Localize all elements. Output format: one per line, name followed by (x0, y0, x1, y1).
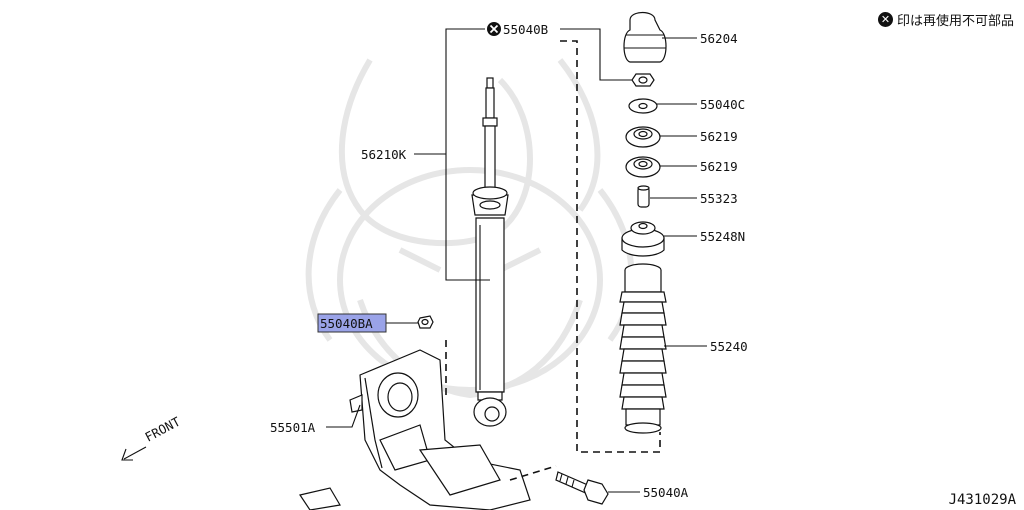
front-label: FRONT (142, 414, 183, 445)
bracket-nut-drawing (417, 315, 434, 329)
nut-drawing (631, 73, 655, 87)
upper-bound-bumper-drawing (623, 11, 667, 63)
callout-55248N[interactable]: 55248N (700, 229, 745, 244)
callout-55323[interactable]: 55323 (700, 191, 738, 206)
front-arrow-icon: FRONT (121, 414, 183, 461)
shock-absorber-drawing (471, 77, 509, 427)
callout-55040BA[interactable]: 55040BA (320, 316, 373, 331)
callout-56219-lower[interactable]: 56219 (700, 159, 738, 174)
watermark-logo (305, 58, 635, 399)
selected-part-highlight (317, 313, 387, 333)
lower-arm-bracket-drawing (299, 349, 531, 510)
washer-drawing (628, 98, 658, 114)
mounting-bolt-drawing (555, 471, 609, 505)
callout-56204[interactable]: 56204 (700, 31, 738, 46)
diagram-code: J431029A (948, 492, 1016, 508)
legend: ✕ 印は再使用不可部品 (877, 10, 1014, 29)
callout-55040B[interactable]: 55040B (503, 22, 548, 37)
dust-boot-drawing (619, 263, 667, 434)
callout-55501A[interactable]: 55501A (270, 420, 316, 435)
non-reusable-marker-icon (487, 22, 501, 36)
leader-lines (326, 28, 707, 493)
callout-55040A[interactable]: 55040A (643, 485, 689, 500)
collar-drawing (637, 185, 650, 208)
callout-55240[interactable]: 55240 (710, 339, 748, 354)
x-circle-icon: ✕ (877, 12, 893, 27)
alignment-dashed-lines (445, 40, 661, 481)
callout-55040C[interactable]: 55040C (700, 97, 745, 112)
legend-text: 印は再使用不可部品 (896, 14, 1014, 29)
bushing-upper-drawing (625, 126, 661, 148)
callout-56210K[interactable]: 56210K (361, 147, 407, 162)
seat-drawing (621, 221, 665, 257)
callout-56219-upper[interactable]: 56219 (700, 129, 738, 144)
bushing-lower-drawing (625, 156, 661, 178)
